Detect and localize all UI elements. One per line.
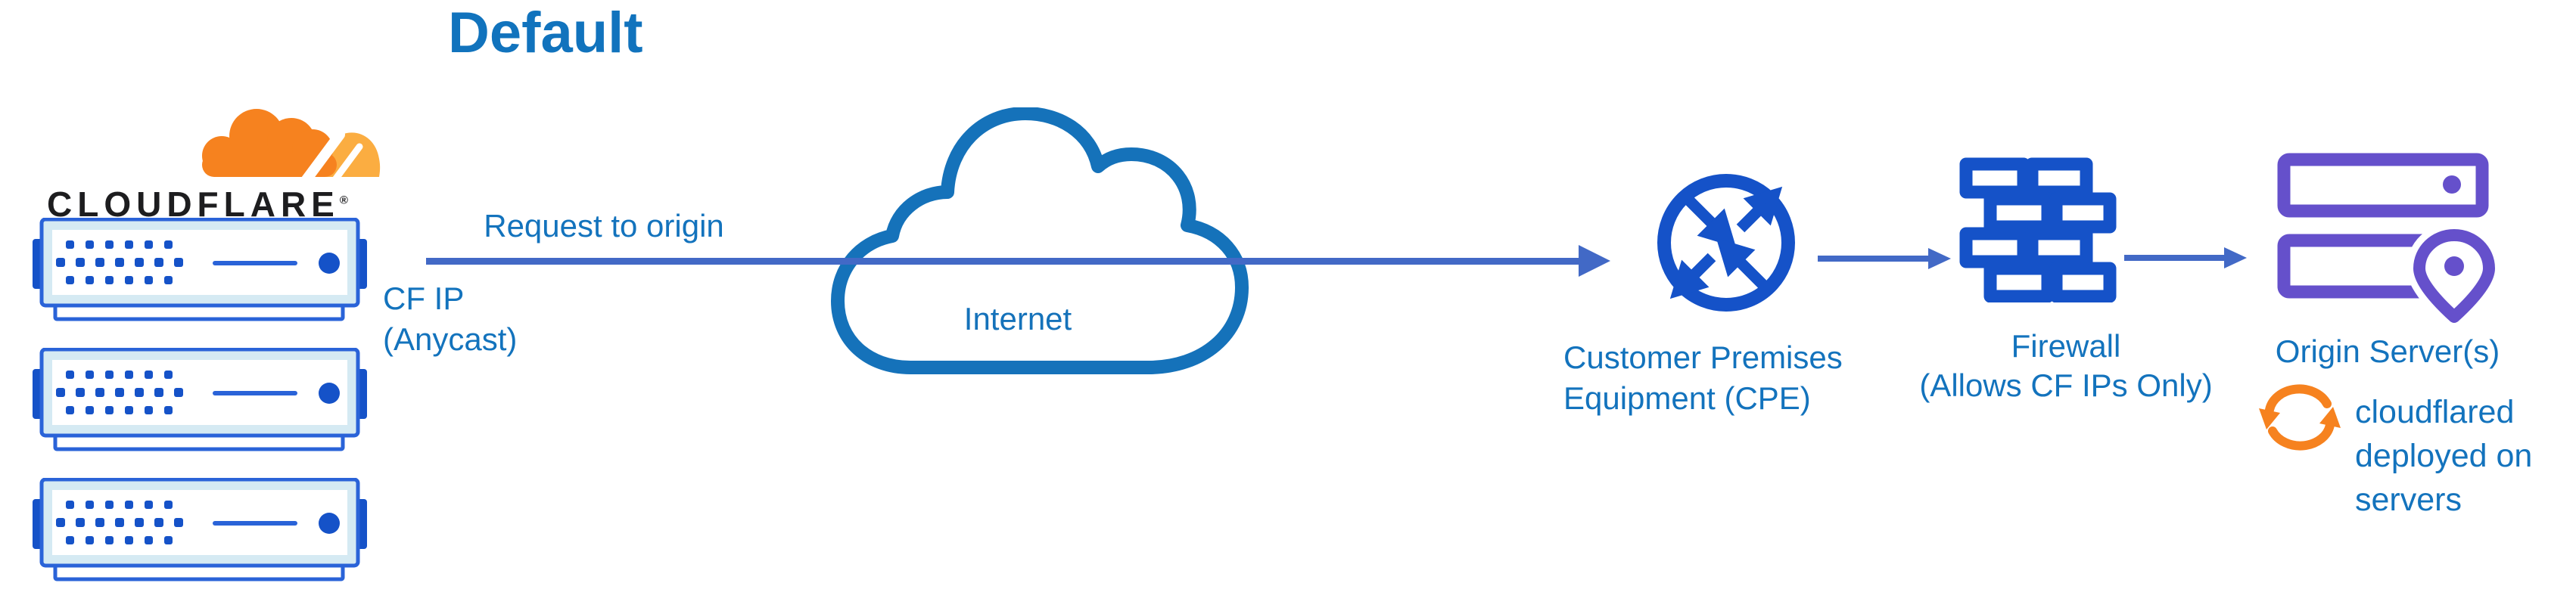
firewall-icon [1959,157,2117,302]
cloudflare-wordmark-text: CLOUDFLARE [47,185,340,224]
cpe-label: Customer Premises Equipment (CPE) [1563,337,1843,419]
cpe-label-line2: Equipment (CPE) [1563,380,1811,416]
cloudflared-sync-icon [2259,384,2341,451]
origin-server-label: Origin Server(s) [2275,333,2500,369]
cloudflare-server-icon [33,478,367,581]
cloudflared-note-line1: cloudflared [2355,394,2515,430]
cpe-label-line1: Customer Premises [1563,340,1843,375]
location-pin-icon [2406,222,2502,330]
cloudflare-server-icon [33,218,367,321]
internet-label: Internet [963,301,1072,336]
cloudflared-note: cloudflared deployed on servers [2355,390,2532,522]
firewall-label: Firewall (Allows CF IPs Only) [1892,327,2240,405]
cpe-to-firewall-arrow-line [1818,256,1928,262]
origin-server-icon [2277,153,2502,330]
firewall-label-line1: Firewall [2011,328,2121,364]
request-arrow-head [1579,245,1610,277]
firewall-to-origin-arrow-head [2224,247,2247,268]
firewall-to-origin-arrow-line [2124,255,2224,261]
cf-ip-line2: (Anycast) [383,321,518,357]
cloudflared-note-line3: servers [2355,482,2462,518]
diagram-title: Default [448,1,643,65]
cloudflare-logo-icon [202,109,381,183]
cpe-router-icon [1657,174,1795,312]
cpe-to-firewall-arrow-head [1928,248,1951,269]
cloudflared-note-line2: deployed on [2355,438,2533,474]
cloudflare-wordmark: CLOUDFLARE® [47,184,348,225]
internet-cloud-icon [831,107,1249,374]
cf-ip-anycast-label: CF IP (Anycast) [383,278,517,360]
registered-trademark: ® [339,194,348,207]
request-arrow-line [426,258,1579,265]
cf-ip-line1: CF IP [383,281,465,316]
request-to-origin-label: Request to origin [484,208,724,243]
cloudflare-server-icon [33,348,367,451]
firewall-label-line2: (Allows CF IPs Only) [1919,367,2213,403]
